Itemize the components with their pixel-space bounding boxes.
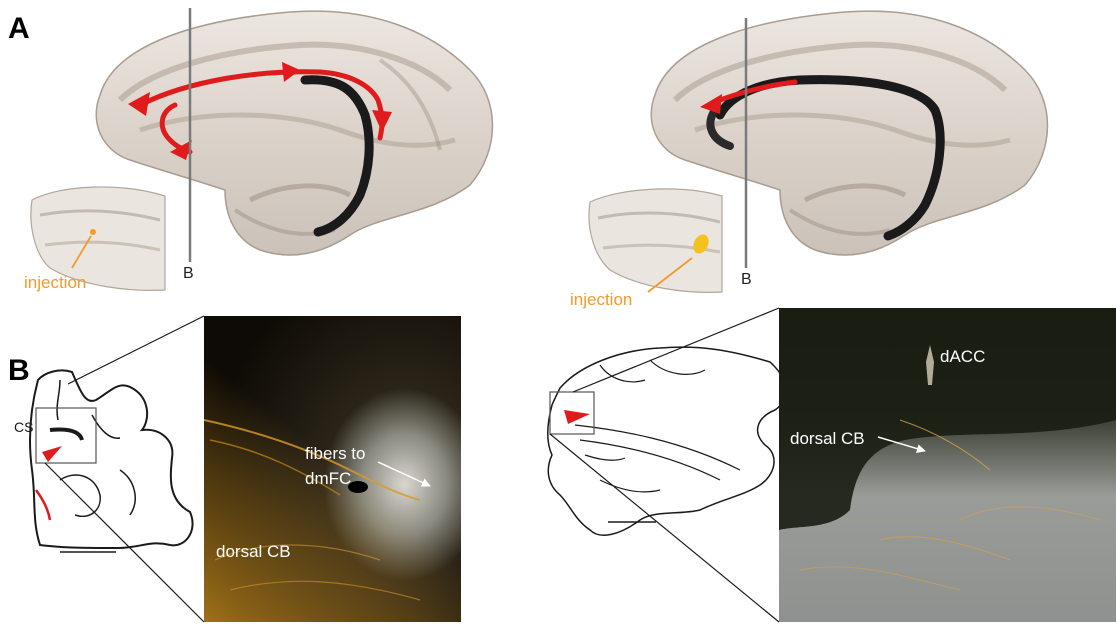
left-micrograph: fibers to dmFC dorsal CB [204, 316, 461, 622]
injection-label-left: injection [24, 273, 86, 292]
left-coronal-section: CS [14, 316, 204, 622]
right-coronal-section [548, 308, 786, 622]
right-micrograph: dACC dorsal CB [779, 308, 1116, 622]
fibers-label-line2: dmFC [305, 469, 351, 488]
injection-label-right: injection [570, 290, 632, 309]
fibers-label-line1: fibers to [305, 444, 365, 463]
panel-a-label: A [8, 12, 30, 45]
plane-b-label-right: B [741, 271, 752, 288]
dorsal-cb-label-right: dorsal CB [790, 429, 865, 448]
left-brain-rendering: B injection [24, 8, 493, 292]
injection-site-left [90, 229, 96, 235]
svg-text:CS: CS [14, 419, 33, 435]
panel-b-label: B [8, 354, 30, 387]
right-brain-rendering: B injection [570, 11, 1048, 309]
dorsal-cb-label-left: dorsal CB [216, 542, 291, 561]
plane-b-label-left: B [183, 265, 194, 282]
dacc-label: dACC [940, 347, 985, 366]
